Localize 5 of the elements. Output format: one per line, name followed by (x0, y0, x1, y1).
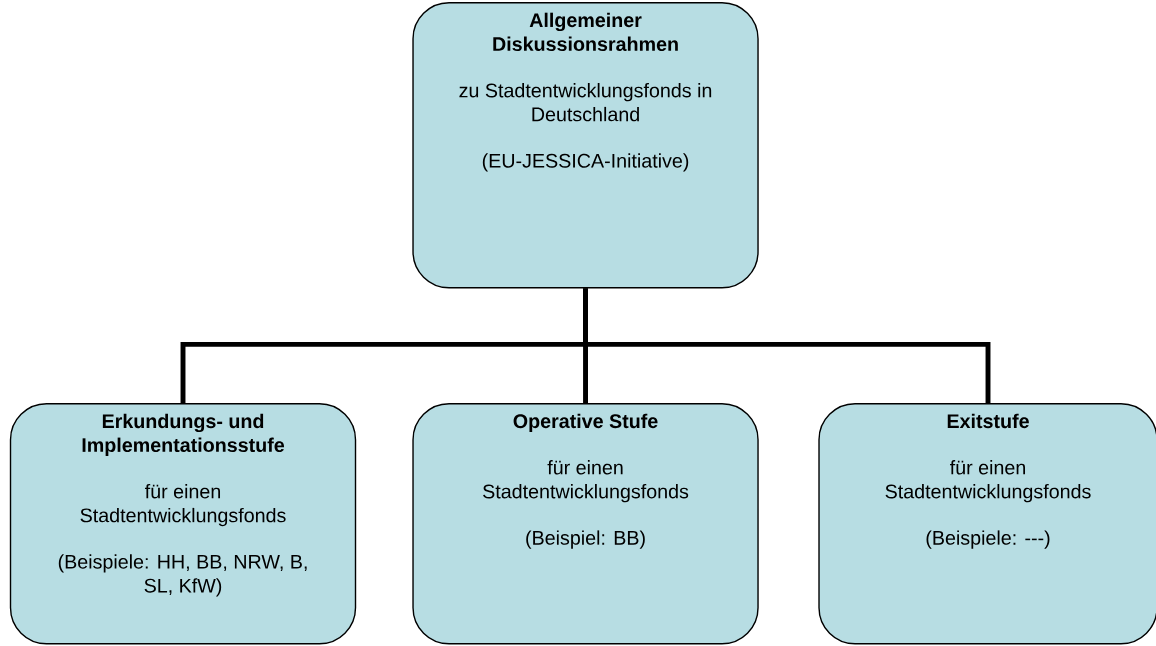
stage-box: Operative Stufe für einen Stadtentwicklungsfonds (Beispiel: BB) (412, 403, 759, 645)
connector-line (583, 288, 991, 403)
stage-box: Exitstufe für einen Stadtentwicklungsfonds (Beispiele: ---) (818, 403, 1156, 645)
stage-box: Allgemeiner Diskussionsrahmen zu Stadtentwicklungsfonds in Deutschland (EU-JESSICA-Initiative) (412, 2, 759, 289)
stage-box: Erkundungs- und Implementationsstufe für einen Stadtentwicklungsfonds (Beispiele: HH, BB, NRW, B, SL, KfW) (9, 403, 357, 645)
